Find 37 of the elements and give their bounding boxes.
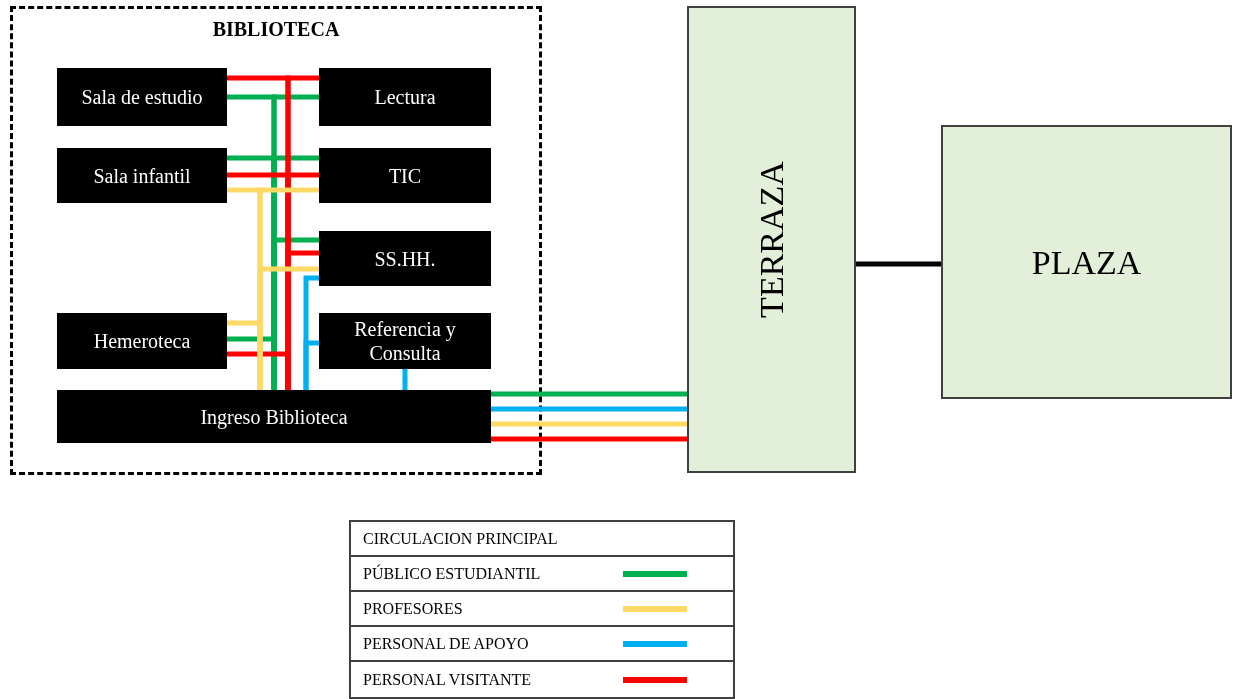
circulation-line [491,421,687,427]
room-label: Hemeroteca [92,329,192,353]
circulation-line [402,369,408,390]
circulation-line [491,406,687,412]
legend-text: PERSONAL DE APOYO [363,633,530,654]
room-label: Ingreso Biblioteca [199,404,349,429]
legend-text: PERSONAL VISITANTE [363,669,533,690]
circulation-line [856,261,941,267]
circulation-line [227,320,263,390]
room-label: Referencia y Consulta [353,317,457,365]
circulation-line [227,336,277,390]
room-label: Sala infantil [92,163,192,188]
room-box [319,148,491,203]
room-box [319,313,491,369]
room-label: TIC [387,163,423,188]
circulation-line [303,340,319,390]
room-label: Lectura [373,85,437,109]
legend-heading: CIRCULACION PRINCIPAL [363,528,558,549]
room-box [319,231,491,286]
legend-text: PROFESORES [363,598,464,619]
zone-label: TERRAZA [752,161,791,318]
room-label: SS.HH. [373,246,437,271]
room-label: Sala de estudio [80,85,204,109]
zone-box [941,125,1232,399]
area-title: BIBLIOTECA [211,19,341,39]
circulation-line [491,391,687,397]
circulation-line [227,351,291,390]
room-box [57,68,227,126]
room-box [57,148,227,203]
circulation-line [491,436,687,442]
room-box [319,68,491,126]
room-box [57,390,491,443]
room-box [57,313,227,369]
legend-text: PÚBLICO ESTUDIANTIL [363,563,542,584]
zone-label: PLAZA [1031,242,1142,283]
zone-box [687,6,856,473]
dashed-area [10,6,542,475]
